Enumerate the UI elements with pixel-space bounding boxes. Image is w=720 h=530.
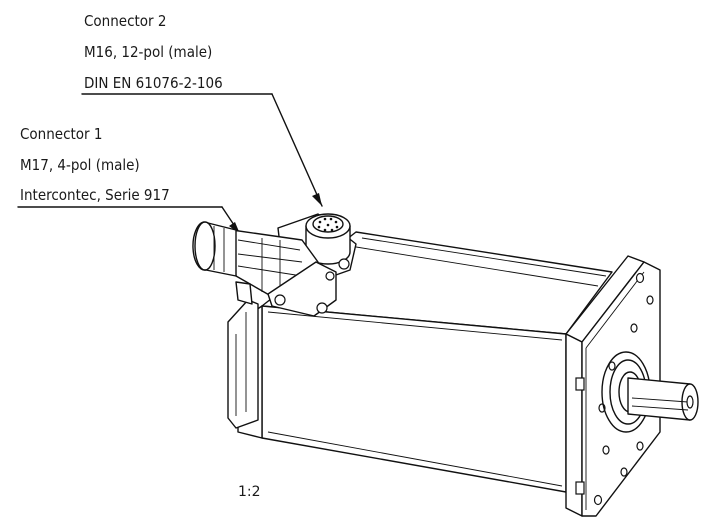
mounting-hole xyxy=(608,361,616,371)
connector-1-rib xyxy=(237,239,301,251)
connector-1-screw xyxy=(325,271,335,281)
rear-bracket-plate xyxy=(227,299,259,429)
connector-1-spec: M17, 4-pol (male) xyxy=(20,156,140,174)
housing-edge-line xyxy=(349,245,599,287)
mounting-hole xyxy=(636,441,644,451)
rear-bracket xyxy=(227,299,259,429)
shaft-key-line xyxy=(631,397,689,403)
connector-2-arrowhead xyxy=(312,193,322,206)
connector-1-clip xyxy=(235,281,253,305)
connector-2-spec: M16, 12-pol (male) xyxy=(84,43,212,61)
connector-2-label: Connector 2 M16, 12-pol (male) DIN EN 61… xyxy=(81,12,323,207)
connector-2-pins xyxy=(317,217,339,232)
mounting-hole xyxy=(646,295,654,305)
shaft-center-hole xyxy=(686,395,694,409)
flange-slot xyxy=(575,377,585,391)
mounting-hole xyxy=(593,494,603,506)
output-shaft xyxy=(627,377,699,421)
connector-1-label: Connector 1 M17, 4-pol (male) Interconte… xyxy=(17,125,241,235)
housing-edge-line xyxy=(267,311,563,341)
mounting-hole xyxy=(602,445,610,455)
mounting-hole xyxy=(620,467,628,477)
connector-2-standard: DIN EN 61076-2-106 xyxy=(84,74,223,92)
flange-face-edge xyxy=(585,271,645,349)
connector-2-screw xyxy=(338,258,350,270)
flange-face xyxy=(581,261,661,517)
housing-side-face xyxy=(261,305,567,493)
connector-2-name: Connector 2 xyxy=(84,12,166,30)
flange-slot xyxy=(575,481,585,495)
scale-label: 1:2 xyxy=(238,484,261,500)
connector-1-rib xyxy=(237,253,303,263)
connector-1-screw xyxy=(316,302,328,314)
connector-2-socket xyxy=(312,215,344,233)
connector-1-screw xyxy=(274,294,286,306)
connector-1-cable-entry xyxy=(194,221,216,271)
connector-1-name: Connector 1 xyxy=(20,125,102,143)
connector-1-rib xyxy=(237,265,303,277)
shaft-body xyxy=(627,377,691,421)
shaft-key-line xyxy=(631,405,689,411)
mounting-hole xyxy=(630,323,638,333)
housing-edge-line xyxy=(361,237,607,277)
connector-1 xyxy=(192,221,337,317)
connector-1-series: Intercontec, Serie 917 xyxy=(20,186,170,204)
connector-2-leader xyxy=(271,93,323,207)
housing-edge-line xyxy=(267,431,563,487)
mounting-hole xyxy=(635,272,645,284)
